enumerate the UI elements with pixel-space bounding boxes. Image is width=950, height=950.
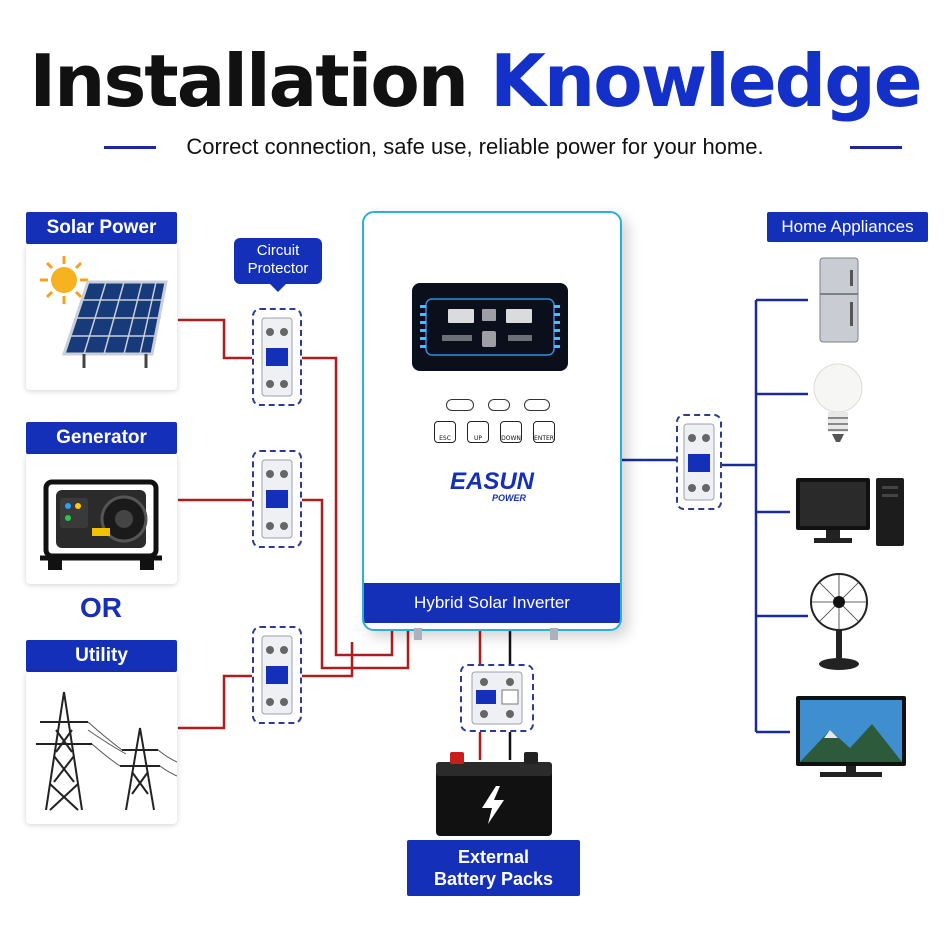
control-buttons: ESC UP DOWN ENTER bbox=[434, 421, 555, 443]
or-text: OR bbox=[80, 592, 122, 623]
inv-indicator bbox=[488, 399, 510, 411]
load-wires bbox=[620, 298, 808, 734]
fault-indicator bbox=[524, 399, 550, 411]
title-part1: Installation bbox=[29, 39, 469, 123]
generator-icon bbox=[40, 479, 162, 570]
battery-breaker bbox=[460, 664, 534, 732]
circuit-protector-callout: Circuit Protector bbox=[234, 238, 322, 284]
power-tower-icon bbox=[36, 691, 178, 811]
external-battery-label: External Battery Packs bbox=[407, 840, 580, 896]
breaker-icon bbox=[683, 423, 715, 501]
inverter-label: Hybrid Solar Inverter bbox=[364, 583, 620, 623]
lcd-readout-icon bbox=[420, 298, 560, 356]
television-icon bbox=[796, 696, 906, 777]
home-appliances-label: Home Appliances bbox=[767, 212, 928, 242]
breaker-icon bbox=[261, 635, 293, 715]
utility-label: Utility bbox=[26, 640, 177, 672]
breaker-icon bbox=[261, 459, 293, 539]
subtitle-rule-left bbox=[104, 146, 156, 149]
solar-power-card bbox=[26, 244, 177, 390]
esc-button[interactable]: ESC bbox=[434, 421, 456, 443]
solar-power-label: Solar Power bbox=[26, 212, 177, 244]
generator-card bbox=[26, 454, 177, 584]
brand-logo: EASUN bbox=[450, 468, 535, 495]
enter-button[interactable]: ENTER bbox=[533, 421, 555, 443]
generator-breaker bbox=[252, 450, 302, 548]
page-subtitle: Correct connection, safe use, reliable p… bbox=[186, 134, 764, 159]
ac-in-indicator bbox=[446, 399, 474, 411]
ac-wires bbox=[178, 318, 482, 760]
refrigerator-icon bbox=[819, 257, 859, 343]
indicator-pills bbox=[446, 399, 550, 411]
down-button[interactable]: DOWN bbox=[500, 421, 522, 443]
breaker-icon bbox=[261, 317, 293, 397]
brand-name: EASUN bbox=[450, 468, 535, 495]
generator-label: Generator bbox=[26, 422, 177, 454]
subtitle-rule-right bbox=[850, 146, 902, 149]
page-title: Installation Knowledge bbox=[0, 36, 950, 126]
dc-breaker-icon bbox=[471, 671, 523, 725]
inverter-terminals bbox=[414, 628, 558, 640]
solar-breaker bbox=[252, 308, 302, 406]
hybrid-inverter: ESC UP DOWN ENTER EASUN POWER Hybrid Sol… bbox=[362, 211, 622, 631]
load-breaker bbox=[676, 414, 722, 510]
desktop-computer-icon bbox=[796, 478, 904, 546]
title-part2: Knowledge bbox=[490, 39, 922, 123]
utility-breaker bbox=[252, 626, 302, 724]
solar-panel-icon bbox=[40, 256, 168, 368]
light-bulb-icon bbox=[813, 363, 863, 442]
up-button[interactable]: UP bbox=[467, 421, 489, 443]
electric-fan-icon bbox=[810, 573, 868, 670]
utility-card bbox=[26, 672, 178, 824]
battery-icon bbox=[436, 752, 552, 836]
callout-pointer bbox=[268, 282, 288, 292]
lcd-display bbox=[412, 283, 568, 371]
brand-subname: POWER bbox=[492, 493, 527, 503]
